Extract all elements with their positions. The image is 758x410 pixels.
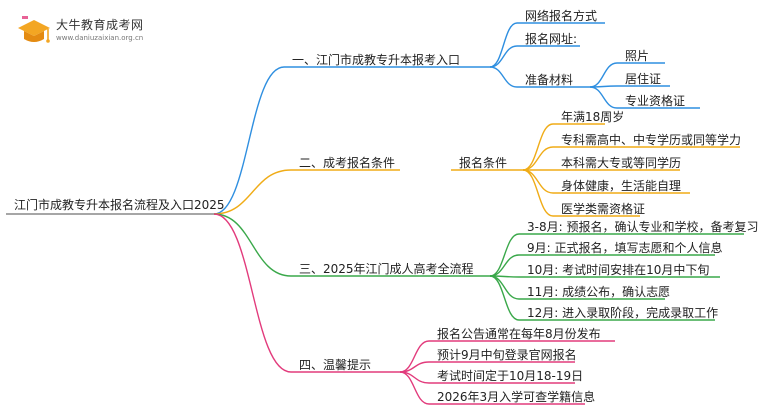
b4-tip: 2026年3月入学可查学籍信息 xyxy=(437,390,596,404)
b2-condition: 身体健康，生活能自理 xyxy=(561,179,682,193)
b3-step: 3-8月: 预报名，确认专业和学校，备考复习 xyxy=(527,220,758,234)
b1-material-connector xyxy=(589,62,618,88)
b1-material-connector xyxy=(589,86,618,109)
b2-connector xyxy=(522,169,554,217)
b1-item-materials: 准备材料 xyxy=(525,73,574,87)
b4-tip: 考试时间定于10月18-19日 xyxy=(437,369,584,383)
b2-condition: 医学类需资格证 xyxy=(561,202,646,216)
b3-connector xyxy=(489,275,520,300)
mortarboard-logo-icon xyxy=(18,16,50,43)
branch-3-title: 三、2025年江门成人高考全流程 xyxy=(299,262,474,276)
branch-1-connector xyxy=(213,66,285,215)
b2-condition: 专科需高中、中专学历或同等学力 xyxy=(561,133,742,147)
b3-step: 12月: 进入录取阶段，完成录取工作 xyxy=(527,306,719,320)
b3-connector xyxy=(489,254,520,277)
b1-item-signup-url: 报名网址: xyxy=(525,32,578,46)
root-topic: 江门市成教专升本报名流程及入口2025 xyxy=(14,198,225,212)
b2-connector xyxy=(522,123,554,171)
b1-connector xyxy=(489,45,518,68)
b1-connector xyxy=(489,66,518,88)
b1-item-online-signup: 网络报名方式 xyxy=(525,9,598,23)
branch-4-connector xyxy=(213,213,292,373)
b4-tip: 报名公告通常在每年8月份发布 xyxy=(437,327,601,341)
b2-condition: 本科需大专或等同学历 xyxy=(561,156,682,170)
b4-tip: 预计9月中旬登录官网报名 xyxy=(437,348,577,362)
b2-condition: 年满18周岁 xyxy=(561,110,625,124)
b4-connector xyxy=(399,371,430,405)
branch-2-connector xyxy=(213,169,292,215)
logo-url: www.daniuzaixian.org.cn xyxy=(56,34,144,42)
b3-step: 10月: 考试时间安排在10月中下旬 xyxy=(527,263,710,277)
branch-4-title: 四、温馨提示 xyxy=(299,358,372,372)
logo-title: 大牛教育成考网 xyxy=(56,18,144,32)
branch-3-connector xyxy=(213,213,292,277)
b1-material-residence-permit: 居住证 xyxy=(625,72,662,86)
b2-connector xyxy=(522,146,554,171)
b3-step: 9月: 正式报名，填写志愿和个人信息 xyxy=(527,241,723,255)
b2-connector xyxy=(522,169,554,194)
branch-1-title: 一、江门市成教专升本报考入口 xyxy=(292,53,461,67)
b3-connector xyxy=(489,275,520,321)
b1-connector xyxy=(489,22,518,68)
b1-material-qualification: 专业资格证 xyxy=(625,94,686,108)
b1-material-photo: 照片 xyxy=(625,49,650,63)
branch-2-subtopic: 报名条件 xyxy=(459,156,508,170)
b3-step: 11月: 成绩公布，确认志愿 xyxy=(527,285,671,299)
branch-2-title: 二、成考报名条件 xyxy=(299,156,396,170)
